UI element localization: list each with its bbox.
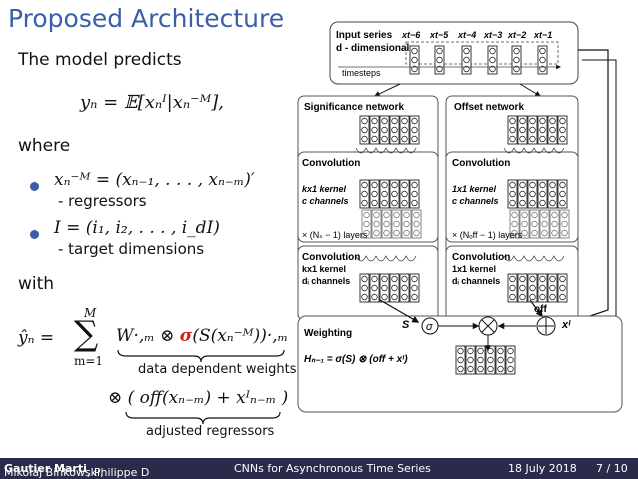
footer-date: 18 July 2018 xyxy=(508,462,577,475)
time-label: xt−2 xyxy=(507,30,526,40)
significance-network-label: Significance network xyxy=(304,102,404,113)
off-kernel-2: 1x1 kernel xyxy=(452,264,496,274)
d-dimensional-label: d - dimensional xyxy=(336,43,410,54)
off-channels-1: c channels xyxy=(452,196,499,206)
target-dims-note: - target dimensions xyxy=(58,240,205,258)
offset-network-label: Offset network xyxy=(454,102,524,113)
time-label: xt−5 xyxy=(429,30,449,40)
timesteps-label: timesteps xyxy=(342,68,381,78)
off-conv-label-2: Convolution xyxy=(452,252,510,263)
underbrace-adjusted xyxy=(125,411,281,425)
time-label: xt−6 xyxy=(401,30,421,40)
prediction-equation: yₙ = 𝔼[xₙᴵ|xₙ⁻ᴹ], xyxy=(80,92,225,113)
time-label: xt−3 xyxy=(483,30,502,40)
footer-authors: Mikołaj Bińkowski, Gautier Marti, Philip… xyxy=(4,462,150,479)
bullet-icon xyxy=(30,182,39,191)
off-conv-label-1: Convolution xyxy=(452,158,510,169)
weighting-label: Weighting xyxy=(304,328,352,339)
regressors-equation: xₙ⁻ᴹ = (xₙ₋₁, . . . , xₙ₋ₘ)′ xyxy=(54,170,255,190)
significance-term: (S(xₙ⁻ᴹ))·,ₘ xyxy=(192,326,289,346)
adjusted-label: adjusted regressors xyxy=(146,424,275,439)
sigma-symbol: σ xyxy=(179,326,193,346)
time-label: xt−1 xyxy=(533,30,552,40)
sigma-node-label: σ xyxy=(426,321,433,333)
regressors-note: - regressors xyxy=(58,192,147,210)
sum-lower-limit: m=1 xyxy=(74,354,104,368)
sig-layers-label: × (Nₛ − 1) layers xyxy=(302,230,368,240)
s-label: S xyxy=(402,319,410,331)
off-label: off xyxy=(534,304,547,315)
weight-formula: W·,ₘ ⊗ σ(S(xₙ⁻ᴹ))·,ₘ xyxy=(116,326,288,346)
sum-upper-limit: M xyxy=(84,306,97,320)
target-dims-equation: I = (i₁, i₂, . . . , i_dI) xyxy=(54,218,220,238)
sum-symbol: ∑ xyxy=(74,314,99,354)
off-channels-2: dᵢ channels xyxy=(452,276,500,286)
weighting-equation: Hₙ₋₁ = σ(S) ⊗ (off + xᴵ) xyxy=(304,354,408,365)
adjusted-formula: ⊗ ( off(xₙ₋ₘ) + xᴵₙ₋ₘ ) xyxy=(108,388,288,408)
time-label: xt−4 xyxy=(457,30,476,40)
sig-conv-label-1: Convolution xyxy=(302,158,360,169)
footer-page-number: 7 / 10 xyxy=(596,462,628,475)
off-kernel-1: 1x1 kernel xyxy=(452,184,497,194)
sig-conv-label-2: Convolution xyxy=(302,252,360,263)
bullet-icon xyxy=(30,230,39,239)
where-label: where xyxy=(18,136,71,156)
with-label: with xyxy=(18,274,55,294)
sig-kernel-1: kx1 kernel xyxy=(302,184,347,194)
input-series-label: Input series xyxy=(336,30,393,41)
weights-label: data dependent weights xyxy=(138,362,297,377)
off-layers-label: × (Nₒff − 1) layers xyxy=(452,230,523,240)
intro-text: The model predicts xyxy=(18,50,182,70)
sig-channels-2: dᵢ channels xyxy=(302,276,350,286)
yhat-label: ŷₙ = xyxy=(18,328,55,348)
sig-channels-1: c channels xyxy=(302,196,349,206)
footer-talk-title: CNNs for Asynchronous Time Series xyxy=(234,462,431,475)
architecture-diagram: Input series d - dimensional xt−6 xt−5 x… xyxy=(297,21,623,413)
sig-kernel-2: kx1 kernel xyxy=(302,264,346,274)
xi-label: xᴵ xyxy=(561,319,571,331)
footer-bar: Mikołaj Bińkowski, Gautier Marti, Philip… xyxy=(0,458,638,479)
weight-term: W·,ₘ ⊗ xyxy=(116,326,180,346)
slide-title: Proposed Architecture xyxy=(8,4,285,33)
underbrace-weights xyxy=(117,349,285,363)
adjusted-term: ⊗ ( off(xₙ₋ₘ) + xᴵₙ₋ₘ ) xyxy=(108,388,289,408)
